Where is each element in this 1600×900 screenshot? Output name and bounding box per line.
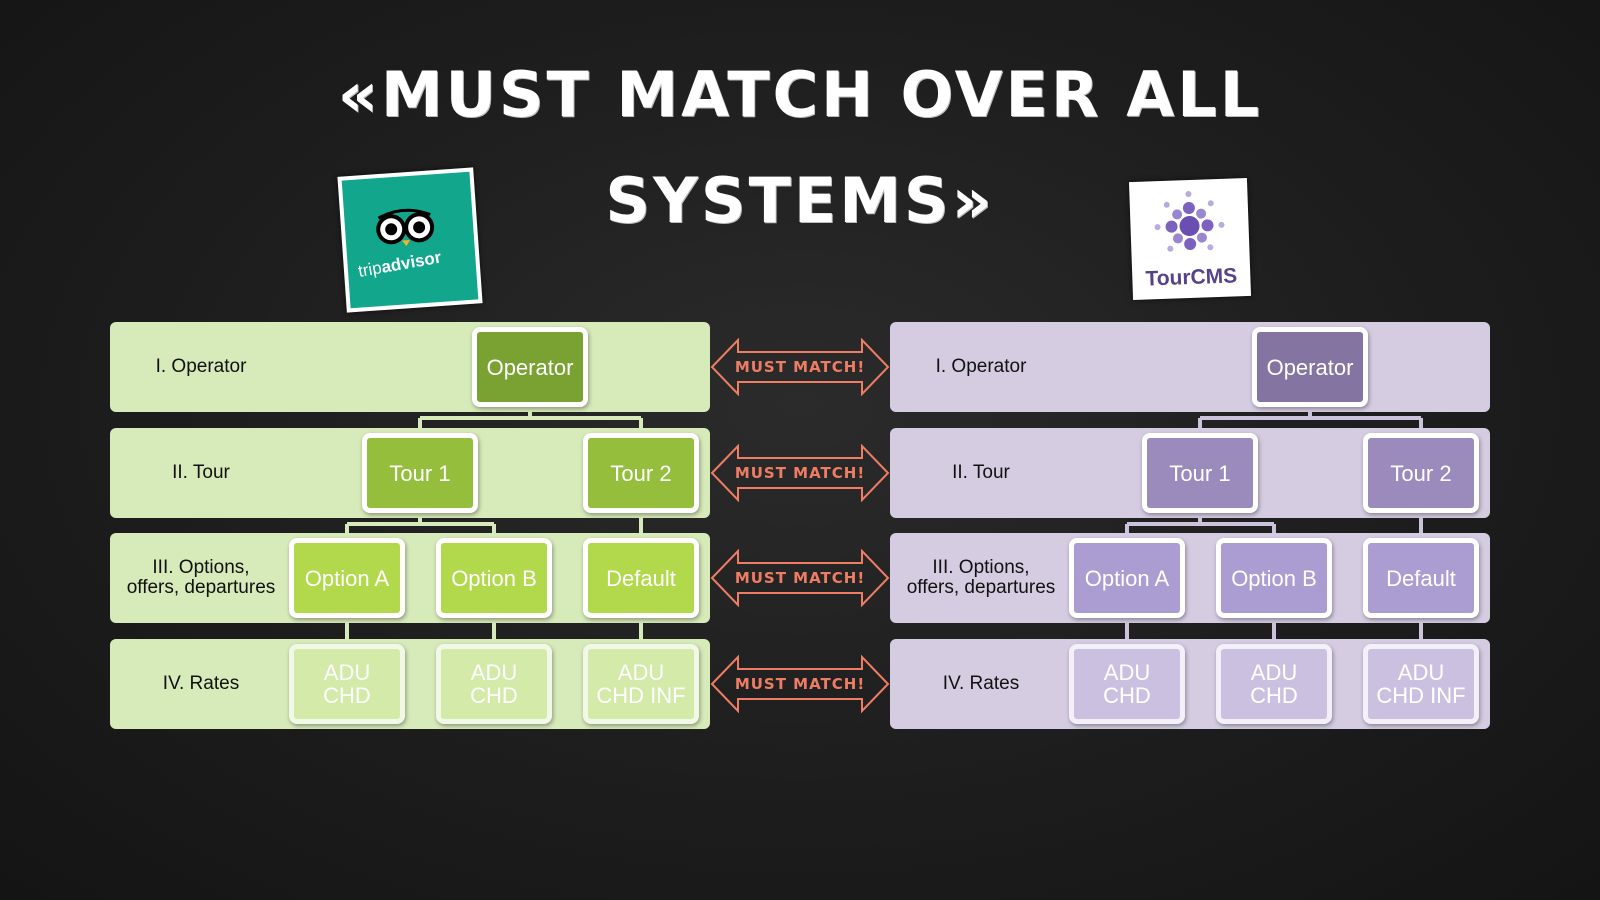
must-match-arrow-rates: Must match! xyxy=(710,654,890,714)
double-arrow-icon xyxy=(710,654,890,714)
must-match-arrow-operator: Must match! xyxy=(710,337,890,397)
level-label-operator: I. Operator xyxy=(155,356,247,377)
tripadvisor-logo: tripadvisor xyxy=(337,167,483,313)
level-label-rates: IV. Rates xyxy=(162,673,240,694)
tripadvisor-rates-a-node: ADU CHD xyxy=(289,644,405,724)
tourcms-burst-icon xyxy=(1154,191,1225,252)
level-label-options: III. Options, offers, departures xyxy=(906,557,1056,598)
tourcms-option-a-node: Option A xyxy=(1069,538,1185,618)
tripadvisor-default-node: Default xyxy=(583,538,699,618)
slide-title: «Must match over all systems» xyxy=(337,58,1263,237)
tripadvisor-operator-node: Operator xyxy=(472,327,588,407)
level-label-tour: II. Tour xyxy=(952,462,1010,483)
tripadvisor-wordmark: tripadvisor xyxy=(356,247,443,281)
tripadvisor-band-tour: II. Tour Tour 1 Tour 2 xyxy=(110,428,710,518)
tripadvisor-option-a-node: Option A xyxy=(289,538,405,618)
tripadvisor-tour-2-node: Tour 2 xyxy=(583,433,699,513)
tripadvisor-band-rates: IV. Rates ADU CHD ADU CHD ADU CHD INF xyxy=(110,639,710,729)
tripadvisor-band-operator: I. Operator Operator xyxy=(110,322,710,412)
tripadvisor-option-b-node: Option B xyxy=(436,538,552,618)
double-arrow-icon xyxy=(710,337,890,397)
level-label-rates: IV. Rates xyxy=(942,673,1020,694)
tourcms-band-tour: II. Tour Tour 1 Tour 2 xyxy=(890,428,1490,518)
level-label-operator: I. Operator xyxy=(935,356,1027,377)
must-match-arrow-options: Must match! xyxy=(710,548,890,608)
tripadvisor-band-options: III. Options, offers, departures Option … xyxy=(110,533,710,623)
tourcms-default-node: Default xyxy=(1363,538,1479,618)
tripadvisor-rates-default-node: ADU CHD INF xyxy=(583,644,699,724)
tourcms-tour-2-node: Tour 2 xyxy=(1363,433,1479,513)
must-match-label: Must match! xyxy=(734,675,866,693)
tourcms-operator-node: Operator xyxy=(1252,327,1368,407)
tourcms-rates-a-node: ADU CHD xyxy=(1069,644,1185,724)
double-arrow-icon xyxy=(710,443,890,503)
tripadvisor-tour-1-node: Tour 1 xyxy=(362,433,478,513)
must-match-label: Must match! xyxy=(734,569,866,587)
level-label-options: III. Options, offers, departures xyxy=(126,557,276,598)
must-match-arrow-tour: Must match! xyxy=(710,443,890,503)
tourcms-rates-default-node: ADU CHD INF xyxy=(1363,644,1479,724)
double-arrow-icon xyxy=(710,548,890,608)
tourcms-rates-b-node: ADU CHD xyxy=(1216,644,1332,724)
tripadvisor-rates-b-node: ADU CHD xyxy=(436,644,552,724)
tourcms-logo: TourCMS xyxy=(1128,177,1252,301)
tourcms-band-operator: I. Operator Operator xyxy=(890,322,1490,412)
must-match-label: Must match! xyxy=(734,464,866,482)
tourcms-band-options: III. Options, offers, departures Option … xyxy=(890,533,1490,623)
tourcms-band-rates: IV. Rates ADU CHD ADU CHD ADU CHD INF xyxy=(890,639,1490,729)
level-label-tour: II. Tour xyxy=(172,462,230,483)
tourcms-option-b-node: Option B xyxy=(1216,538,1332,618)
owl-icon xyxy=(376,208,435,247)
tourcms-tour-1-node: Tour 1 xyxy=(1142,433,1258,513)
must-match-label: Must match! xyxy=(734,358,866,376)
tourcms-wordmark: TourCMS xyxy=(1145,264,1238,291)
